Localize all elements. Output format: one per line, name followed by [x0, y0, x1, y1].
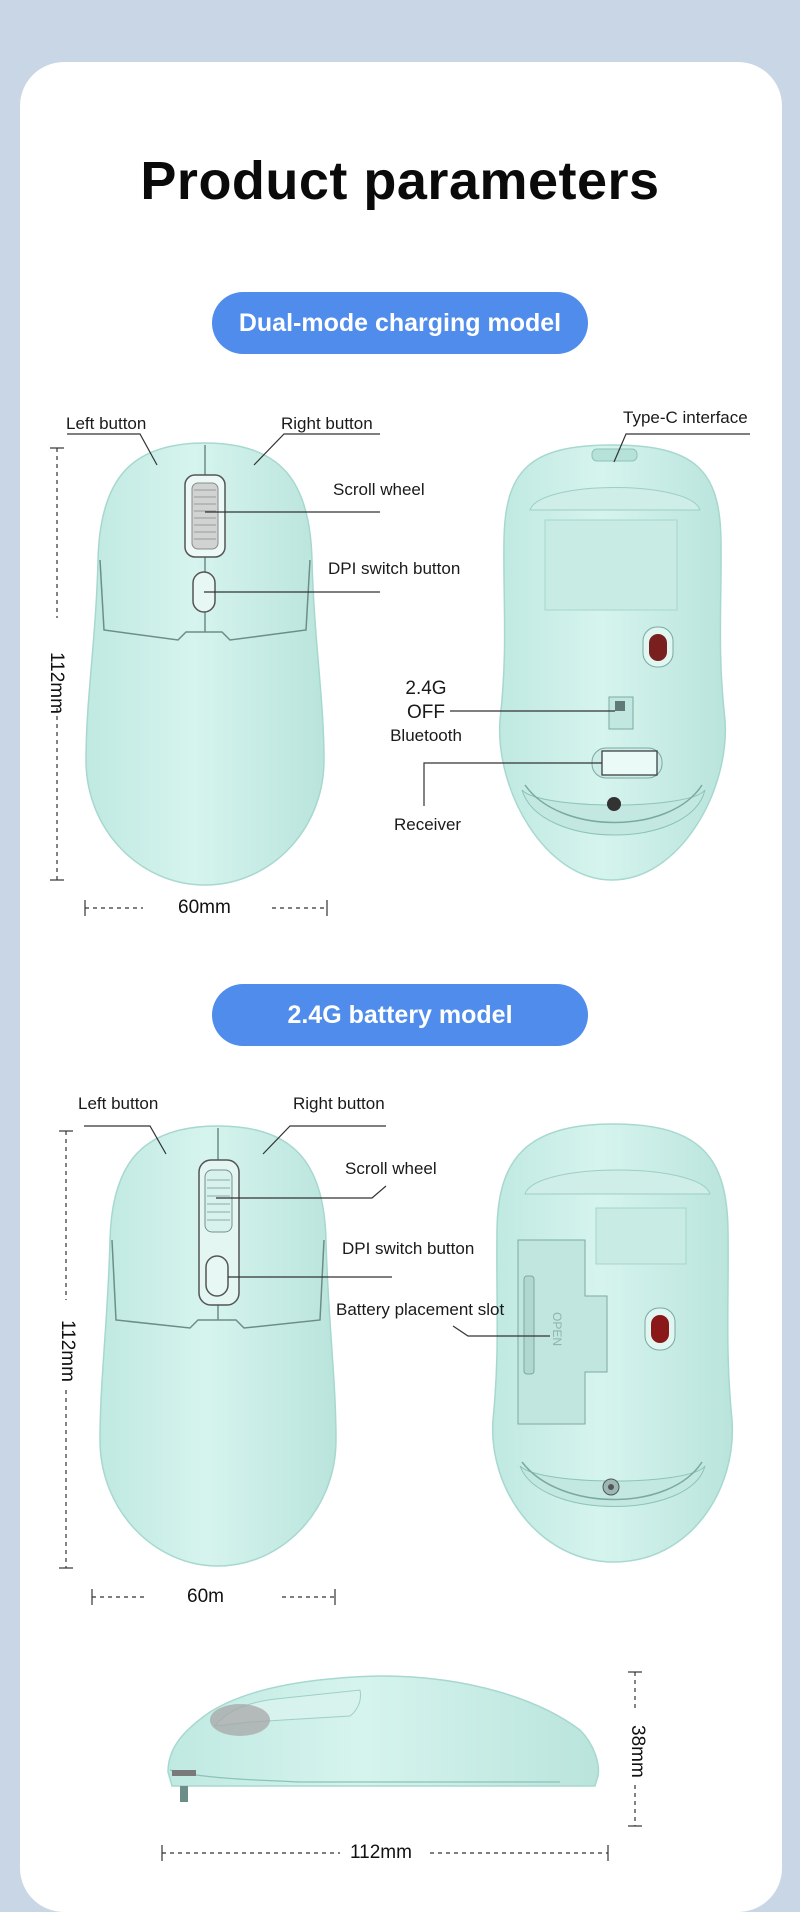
mouse-bottom-view-dual-mode [498, 444, 727, 881]
section-heading-battery: 2.4G battery model [212, 984, 588, 1046]
label-switch-bluetooth: Bluetooth [390, 726, 462, 745]
label-right-button: Right button [281, 414, 373, 433]
label-scroll-wheel: Scroll wheel [345, 1159, 437, 1178]
label-switch-off: OFF [407, 702, 445, 723]
svg-text:OPEN: OPEN [550, 1312, 564, 1346]
label-switch-2g4: 2.4G [405, 678, 447, 699]
mouse-side-view [167, 1675, 600, 1802]
dimension-height: 38mm [627, 1725, 648, 1778]
page-title: Product parameters [140, 151, 660, 211]
label-type-c: Type-C interface [623, 408, 748, 427]
mouse-top-view-battery [99, 1125, 337, 1567]
label-left-button: Left button [78, 1094, 159, 1113]
label-left-button: Left button [66, 414, 147, 433]
label-scroll-wheel: Scroll wheel [333, 480, 425, 499]
dimension-side-length: 112mm [350, 1842, 412, 1863]
dimension-width: 60m [187, 1586, 224, 1607]
dimension-length: 112mm [57, 1320, 78, 1382]
label-right-button: Right button [293, 1094, 385, 1113]
dimension-width: 60mm [178, 897, 231, 918]
mouse-top-view-dual-mode [85, 442, 325, 886]
dimension-length: 112mm [46, 652, 67, 714]
label-battery-slot: Battery placement slot [336, 1300, 505, 1319]
label-dpi-switch: DPI switch button [328, 559, 461, 578]
label-dpi-switch: DPI switch button [342, 1239, 475, 1258]
section-heading-dual-mode: Dual-mode charging model [212, 292, 588, 354]
label-receiver: Receiver [394, 815, 462, 834]
mouse-bottom-view-battery: OPEN [491, 1123, 734, 1563]
